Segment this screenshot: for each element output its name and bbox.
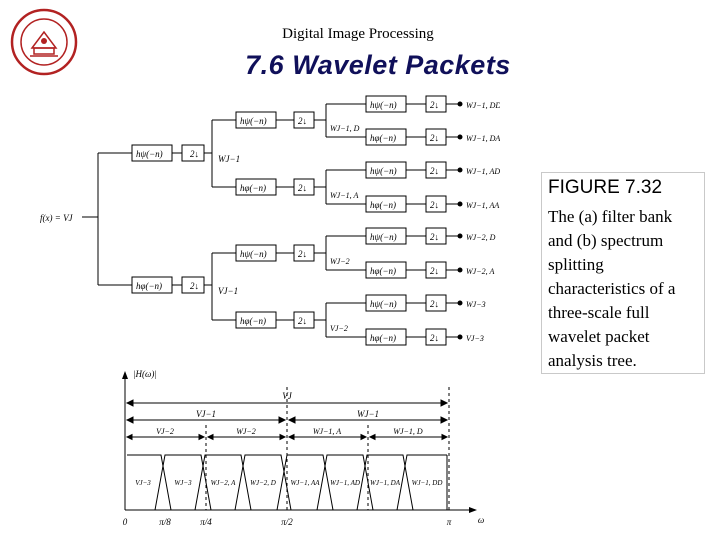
l3-output: WJ−1, AA	[466, 201, 499, 210]
downsampler: 2↓	[298, 316, 307, 326]
downsampler: 2↓	[430, 200, 439, 210]
l2-filter: hψ(−n)	[240, 116, 267, 126]
l2-output: WJ−1, A	[330, 191, 358, 200]
band-label: WJ−1, DA	[370, 479, 401, 487]
l3-output: WJ−2, D	[466, 233, 496, 242]
l3-output: WJ−1, AD	[466, 167, 500, 176]
figure-caption: The (a) filter bank and (b) spectrum spl…	[548, 207, 676, 370]
l2-filter: hψ(−n)	[240, 249, 267, 259]
band-label: WJ−1, DD	[412, 479, 443, 487]
l3-filter: hψ(−n)	[370, 299, 397, 309]
tick-label: π/4	[200, 517, 212, 527]
band-label: WJ−1, AA	[290, 479, 320, 487]
figure-caption-box: FIGURE 7.32 The (a) filter bank and (b) …	[541, 172, 705, 374]
span-l1-label: WJ−1	[357, 409, 379, 419]
l2-filter: hφ(−n)	[240, 183, 266, 193]
l3-filter: hψ(−n)	[370, 232, 397, 242]
l3-filter: hφ(−n)	[370, 266, 396, 276]
downsampler: 2↓	[298, 183, 307, 193]
band-label: WJ−2, D	[250, 479, 276, 487]
input-label: f(x) = VJ	[40, 213, 74, 223]
slide-title: 7.6 Wavelet Packets	[245, 50, 511, 80]
l3-filter: hφ(−n)	[370, 133, 396, 143]
spectrum-xlabel: ω	[478, 515, 484, 525]
downsampler: 2↓	[430, 100, 439, 110]
l3-filter: hψ(−n)	[370, 100, 397, 110]
downsampler: 2↓	[430, 299, 439, 309]
l1-lowpass-filter: hφ(−n)	[136, 281, 162, 291]
span-top-label: VJ	[282, 391, 292, 401]
spectrum-ylabel: |H(ω)|	[133, 369, 157, 379]
downsampler: 2↓	[430, 266, 439, 276]
l1-highpass-filter: hψ(−n)	[136, 149, 163, 159]
spectrum-splitting-diagram: |H(ω)| ω VJ VJ−1 WJ−1 VJ−2 WJ−2 WJ−1, A …	[122, 369, 484, 527]
band-label: WJ−2, A	[211, 479, 237, 487]
l3-filter: hψ(−n)	[370, 166, 397, 176]
span-l2-label: WJ−1, A	[313, 427, 341, 436]
downsampler: 2↓	[298, 249, 307, 259]
span-l2-label: WJ−1, D	[393, 427, 423, 436]
l2-output: WJ−2	[330, 257, 350, 266]
downsampler: 2↓	[298, 116, 307, 126]
l3-filter: hφ(−n)	[370, 333, 396, 343]
downsampler: 2↓	[430, 333, 439, 343]
l1-highpass-output: WJ−1	[218, 154, 240, 164]
downsampler: 2↓	[430, 166, 439, 176]
downsampler: 2↓	[430, 232, 439, 242]
l1-lowpass-output: VJ−1	[218, 286, 238, 296]
l2-output: WJ−1, D	[330, 124, 360, 133]
tick-label: π	[447, 517, 452, 527]
downsampler: 2↓	[190, 281, 199, 291]
tick-label: π/2	[281, 517, 293, 527]
span-l2-label: VJ−2	[156, 427, 174, 436]
l3-output: WJ−1, DA	[466, 134, 500, 143]
band-label: WJ−3	[174, 479, 192, 487]
university-seal-icon	[10, 8, 78, 76]
course-header: Digital Image Processing	[282, 26, 434, 42]
l3-output: VJ−3	[466, 334, 484, 343]
downsampler: 2↓	[190, 149, 199, 159]
band-label: VJ−3	[135, 479, 151, 487]
tick-label: 0	[123, 517, 128, 527]
l3-output: WJ−3	[466, 300, 486, 309]
filter-bank-diagram: f(x) = VJ hψ(−n) hφ(−n) 2↓ 2↓ WJ−1 VJ−1 …	[40, 95, 500, 346]
band-label: WJ−1, AD	[330, 479, 360, 487]
l2-filter: hφ(−n)	[240, 316, 266, 326]
tick-label: π/8	[159, 517, 171, 527]
l3-output: WJ−2, A	[466, 267, 494, 276]
l2-output: VJ−2	[330, 324, 348, 333]
figure-label: FIGURE 7.32	[548, 177, 663, 198]
downsampler: 2↓	[430, 133, 439, 143]
span-l2-label: WJ−2	[236, 427, 256, 436]
span-l1-label: VJ−1	[196, 409, 216, 419]
l3-output: WJ−1, DD	[466, 101, 500, 110]
l3-filter: hφ(−n)	[370, 200, 396, 210]
